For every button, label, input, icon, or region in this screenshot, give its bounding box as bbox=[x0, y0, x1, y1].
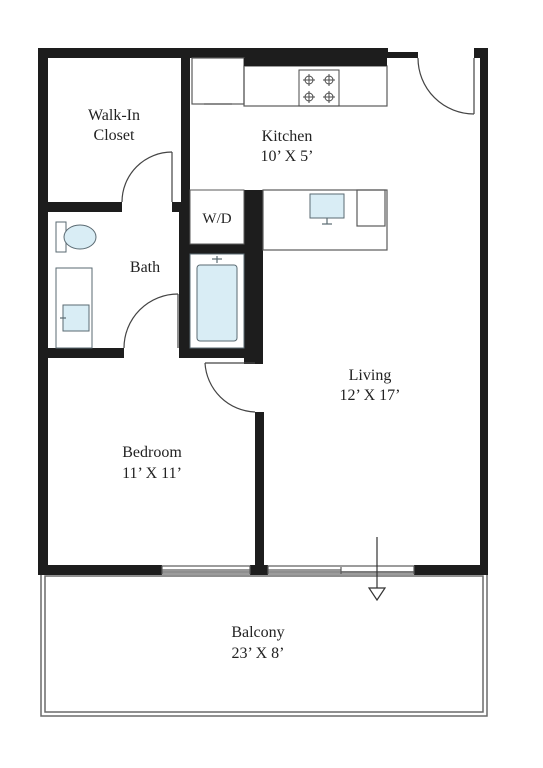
top-wall-right-stub bbox=[388, 52, 418, 58]
closet-bath-wall bbox=[48, 202, 122, 212]
vanity-icon bbox=[55, 267, 93, 349]
toilet-icon bbox=[55, 221, 97, 253]
bedroom-window bbox=[161, 565, 251, 575]
washer-dryer-label: W/D bbox=[202, 211, 231, 227]
sink-icon bbox=[309, 193, 345, 225]
kitchen-island bbox=[262, 189, 388, 251]
kitchen-size: 10’ X 5’ bbox=[260, 148, 313, 165]
wd-right-wall bbox=[244, 190, 263, 364]
top-wall bbox=[38, 48, 388, 58]
interior-walls bbox=[48, 58, 264, 572]
kitchen-label: Kitchen bbox=[262, 128, 313, 145]
balcony-outline bbox=[40, 571, 488, 717]
bottom-wall-right bbox=[414, 565, 488, 575]
bath-bottom-wall-right bbox=[179, 348, 263, 358]
closet-kitchen-wall bbox=[181, 58, 190, 202]
washer-dryer-box bbox=[189, 189, 245, 245]
balcony-size: 23’ X 8’ bbox=[231, 645, 284, 662]
left-wall bbox=[38, 48, 48, 575]
bottom-wall-left bbox=[38, 565, 162, 575]
walk-in-closet-label: Walk-In bbox=[88, 107, 140, 124]
right-wall-cap bbox=[474, 48, 488, 58]
bedroom-size: 11’ X 11’ bbox=[122, 465, 182, 482]
door-swing-icon bbox=[121, 57, 475, 413]
bedroom-living-wall bbox=[255, 412, 264, 572]
counter-top-band bbox=[244, 58, 387, 66]
entry-arrow-icon bbox=[367, 537, 387, 602]
living-size: 12’ X 17’ bbox=[339, 387, 400, 404]
bath-label: Bath bbox=[130, 259, 160, 276]
bath-bottom-wall-left bbox=[48, 348, 124, 358]
walk-in-closet-label-line2: Closet bbox=[94, 127, 135, 144]
wd-left-wall bbox=[179, 202, 190, 254]
tub-left-wall bbox=[179, 244, 190, 354]
living-sliding-door bbox=[267, 565, 415, 575]
wd-bottom-wall bbox=[179, 244, 263, 254]
stove-icon bbox=[298, 69, 340, 107]
living-label: Living bbox=[349, 367, 392, 384]
balcony-label: Balcony bbox=[231, 624, 284, 641]
bathtub-icon bbox=[189, 253, 245, 349]
bedroom-label: Bedroom bbox=[122, 444, 182, 461]
right-wall bbox=[480, 48, 488, 575]
